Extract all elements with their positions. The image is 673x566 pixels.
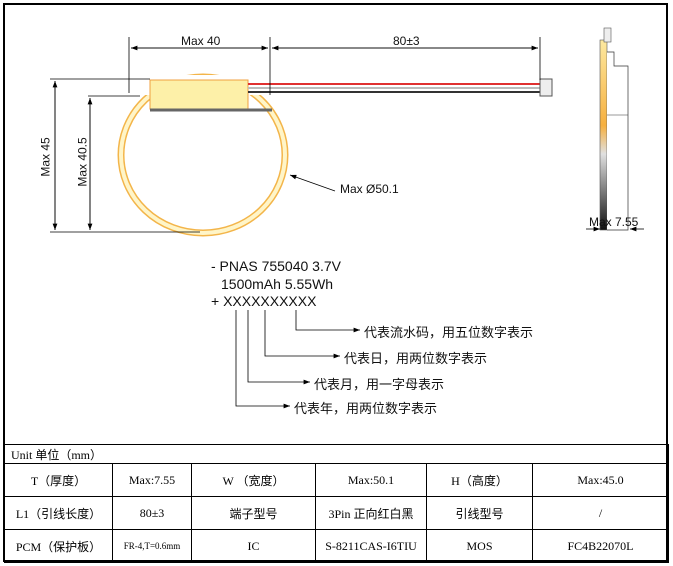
model-line-1: - PNAS 755040 3.7V — [211, 258, 341, 274]
dim-thickness: Max 7.55 — [589, 215, 639, 229]
dim-body-height: Max 40.5 — [75, 137, 90, 187]
dim-diameter: Max Ø50.1 — [340, 182, 399, 196]
cell: FR-4,T=0.6mm — [112, 529, 192, 563]
dim-pcm-length: Max 40 — [181, 34, 221, 48]
cell: 引线型号 — [426, 496, 533, 530]
dim-lead-length: 80±3 — [393, 34, 420, 48]
cell: FC4B22070L — [532, 529, 669, 563]
pcm-board — [149, 79, 249, 110]
note-year: 代表年，用两位数字表示 — [294, 402, 438, 417]
connector — [539, 78, 553, 97]
dim-height: Max 45 — [38, 137, 53, 177]
technical-drawing — [50, 27, 644, 409]
cell: IC — [191, 529, 316, 563]
cell: Max:50.1 — [315, 463, 427, 497]
model-line-2: 1500mAh 5.55Wh — [221, 276, 334, 292]
cell: 3Pin 正向红白黑 — [315, 496, 427, 530]
cell: S-8211CAS-I6TIU — [315, 529, 427, 563]
cell: MOS — [426, 529, 533, 563]
cell: Max:7.55 — [112, 463, 192, 497]
cell: W （宽度） — [191, 463, 316, 497]
cell: T（厚度） — [4, 463, 113, 497]
model-line-3: + XXXXXXXXXX — [211, 293, 317, 309]
cell: 端子型号 — [191, 496, 316, 530]
cell: H（高度） — [426, 463, 533, 497]
side-view-cell — [599, 39, 608, 231]
cell: 80±3 — [112, 496, 192, 530]
note-serial: 代表流水码，用五位数字表示 — [364, 326, 534, 341]
note-day: 代表日，用两位数字表示 — [344, 352, 488, 367]
cell: Max:45.0 — [532, 463, 669, 497]
unit-label: Unit 单位（mm） — [4, 444, 669, 464]
cell: L1（引线长度） — [4, 496, 113, 530]
note-month: 代表月，用一字母表示 — [314, 378, 445, 393]
cell: PCM（保护板） — [4, 529, 113, 563]
cell: / — [532, 496, 669, 530]
